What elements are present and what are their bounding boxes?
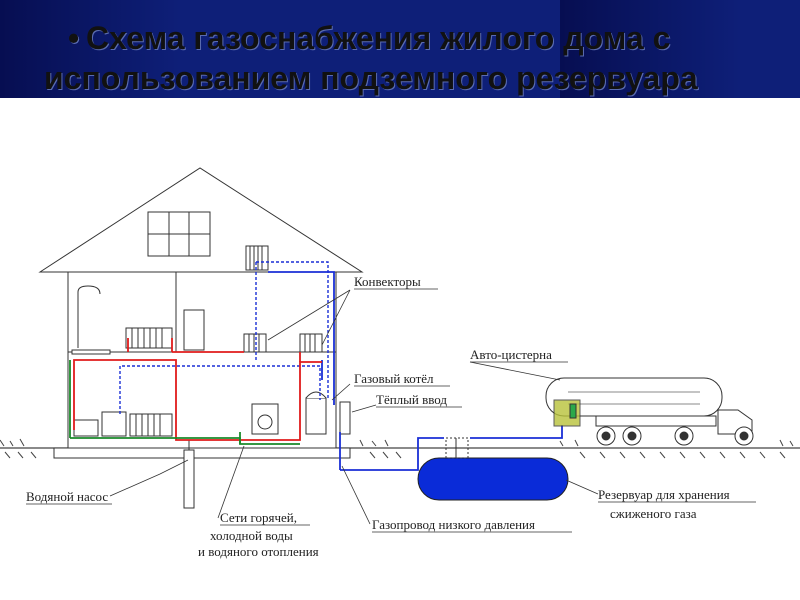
label-networks-line-1: Сети горячей, [220, 510, 297, 525]
title-line-1: Схема газоснабжения жилого дома с [86, 20, 671, 56]
leader-lines [109, 289, 599, 525]
heating-supply-pipe [119, 261, 329, 414]
label-reservoir-line-2: сжиженого газа [610, 506, 697, 521]
label-reservoir-line-1: Резервуар для хранения [598, 487, 730, 502]
tanker-truck [545, 377, 754, 446]
bullet-icon: • [68, 20, 80, 56]
kitchen-sink [73, 419, 99, 437]
label-convectors: Конвекторы [354, 274, 421, 289]
label-gas-boiler: Газовый котёл [354, 371, 434, 386]
underground-reservoir [417, 437, 569, 501]
title-line-2: использованием подземного резервуара [44, 60, 698, 96]
label-low-pressure-pipe: Газопровод низкого давления [372, 517, 535, 532]
label-truck: Авто-цистерна [470, 347, 552, 362]
shower-icon [77, 285, 101, 348]
diagram-labels: Конвекторы Авто-цистерна Газовый котёл Т… [26, 274, 756, 559]
stove [101, 411, 127, 437]
gas-boiler [305, 391, 351, 435]
label-water-pump: Водяной насос [26, 489, 108, 504]
radiator-attic [245, 245, 269, 271]
radiator-floor2-mid [243, 333, 267, 353]
title-bar: • Схема газоснабжения жилого дома с испо… [0, 0, 800, 98]
title-band-decoration [0, 0, 180, 98]
door [183, 309, 205, 351]
hot-water-pipe [73, 338, 322, 441]
label-warm-input: Тёплый ввод [376, 392, 447, 407]
label-networks-line-3: и водяного отопления [198, 544, 319, 559]
page-title: • Схема газоснабжения жилого дома с испо… [44, 18, 794, 98]
gas-pipe [268, 271, 563, 471]
radiators [125, 245, 323, 437]
radiator-floor2-left [125, 327, 173, 349]
radiator-floor1 [129, 413, 173, 437]
cold-water-pipe [69, 360, 300, 445]
label-networks-line-2: холодной воды [210, 528, 293, 543]
radiator-floor2-right [299, 333, 323, 353]
title-band-decoration [560, 0, 740, 98]
water-pump [183, 440, 195, 509]
